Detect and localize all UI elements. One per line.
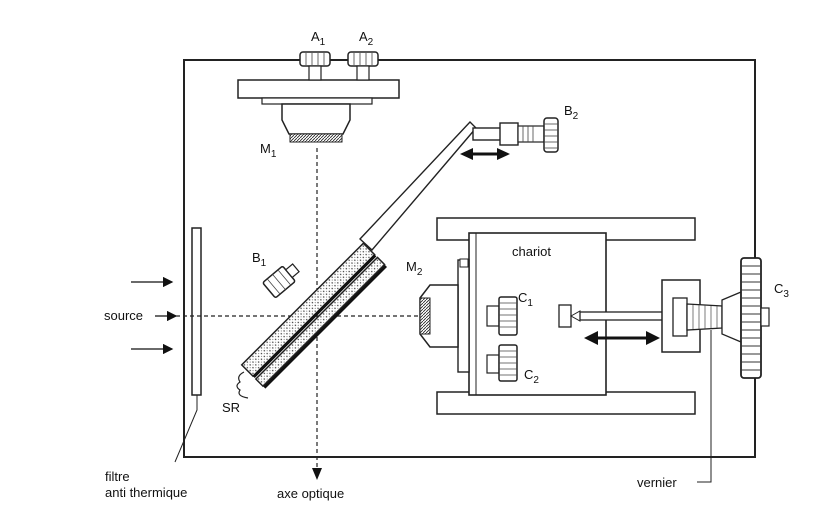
heat-filter-plate [191, 227, 202, 396]
label-axe-optique: axe optique [277, 486, 344, 501]
label-sr: SR [222, 400, 240, 415]
adjustment-knob-a2 [347, 51, 379, 81]
micrometer-screw-c3 [558, 257, 770, 379]
mirror-m1-assembly [237, 79, 400, 143]
mirror-m2-assembly [419, 259, 470, 373]
heat-filter-leader-line [174, 395, 198, 463]
label-filtre-line2: anti thermique [105, 485, 187, 500]
adjustment-screw-b2 [472, 117, 559, 153]
label-vernier: vernier [637, 475, 677, 490]
label-a1: A1 [311, 29, 326, 48]
label-source: source [104, 308, 143, 323]
b2-movement-double-arrow [460, 148, 510, 160]
label-c2: C2 [524, 367, 539, 386]
label-c3: C3 [774, 281, 789, 300]
label-m1: M1 [260, 141, 277, 160]
label-b1: B1 [252, 250, 267, 269]
chariot-movement-double-arrow [584, 331, 660, 345]
sr-brace [236, 371, 249, 399]
chariot-tab [459, 258, 469, 268]
label-m2: M2 [406, 259, 423, 278]
adjustment-knob-c1 [486, 296, 518, 336]
adjustment-knob-b1 [262, 263, 300, 298]
separator-compensator-sr [240, 242, 388, 389]
label-b2: B2 [564, 103, 579, 122]
label-chariot: chariot [512, 244, 551, 259]
optical-axis-arrowhead [312, 468, 322, 480]
adjustment-knob-c2 [486, 344, 518, 382]
label-a2: A2 [359, 29, 374, 48]
adjustment-knob-a1 [299, 51, 331, 81]
label-c1: C1 [518, 290, 533, 309]
label-filtre-line1: filtre [105, 469, 130, 484]
vernier-leader-line [697, 330, 712, 483]
